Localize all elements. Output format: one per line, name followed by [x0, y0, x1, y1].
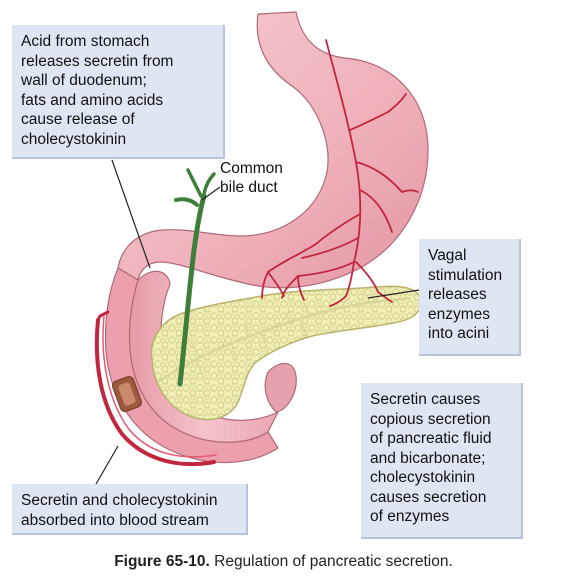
callout-secretin-text: Secretin causes copious secretion of pan…	[370, 391, 492, 525]
callout-absorbed-text: Secretin and cholecystokinin absorbed in…	[21, 492, 218, 529]
blood-vessel-duodenal	[94, 318, 216, 467]
callout-duodenum-release: Acid from stomach releases secretin from…	[12, 25, 225, 159]
figure-caption-text: Regulation of pancreatic secretion.	[214, 553, 453, 570]
duct-branches	[191, 291, 371, 379]
pancreas	[150, 285, 422, 421]
leader-lines	[95, 159, 420, 485]
callout-vagal-text: Vagal stimulation releases enzymes into …	[428, 247, 503, 342]
bile-duct-branch-right	[202, 172, 216, 196]
vagal-branches	[261, 39, 419, 307]
callout-absorbed-bloodstream: Secretin and cholecystokinin absorbed in…	[12, 484, 248, 535]
callout-duodenum-release-text: Acid from stomach releases secretin from…	[21, 33, 174, 148]
callout-vagal-stimulation: Vagal stimulation releases enzymes into …	[419, 239, 521, 356]
bile-duct-branch-upper	[186, 168, 203, 198]
pancreatic-duct	[157, 296, 411, 383]
jejunum-stub	[264, 362, 297, 413]
duodenum-outer-wall	[104, 267, 279, 464]
common-bile-duct	[177, 193, 207, 387]
label-common-bile-duct: Common bile duct	[220, 160, 283, 196]
bile-duct-branch-left	[174, 197, 199, 207]
figure-caption: Figure 65-10. Regulation of pancreatic s…	[0, 553, 567, 571]
callout-secretin-effect: Secretin causes copious secretion of pan…	[361, 383, 523, 539]
figure-number: Figure 65-10.	[114, 553, 210, 570]
